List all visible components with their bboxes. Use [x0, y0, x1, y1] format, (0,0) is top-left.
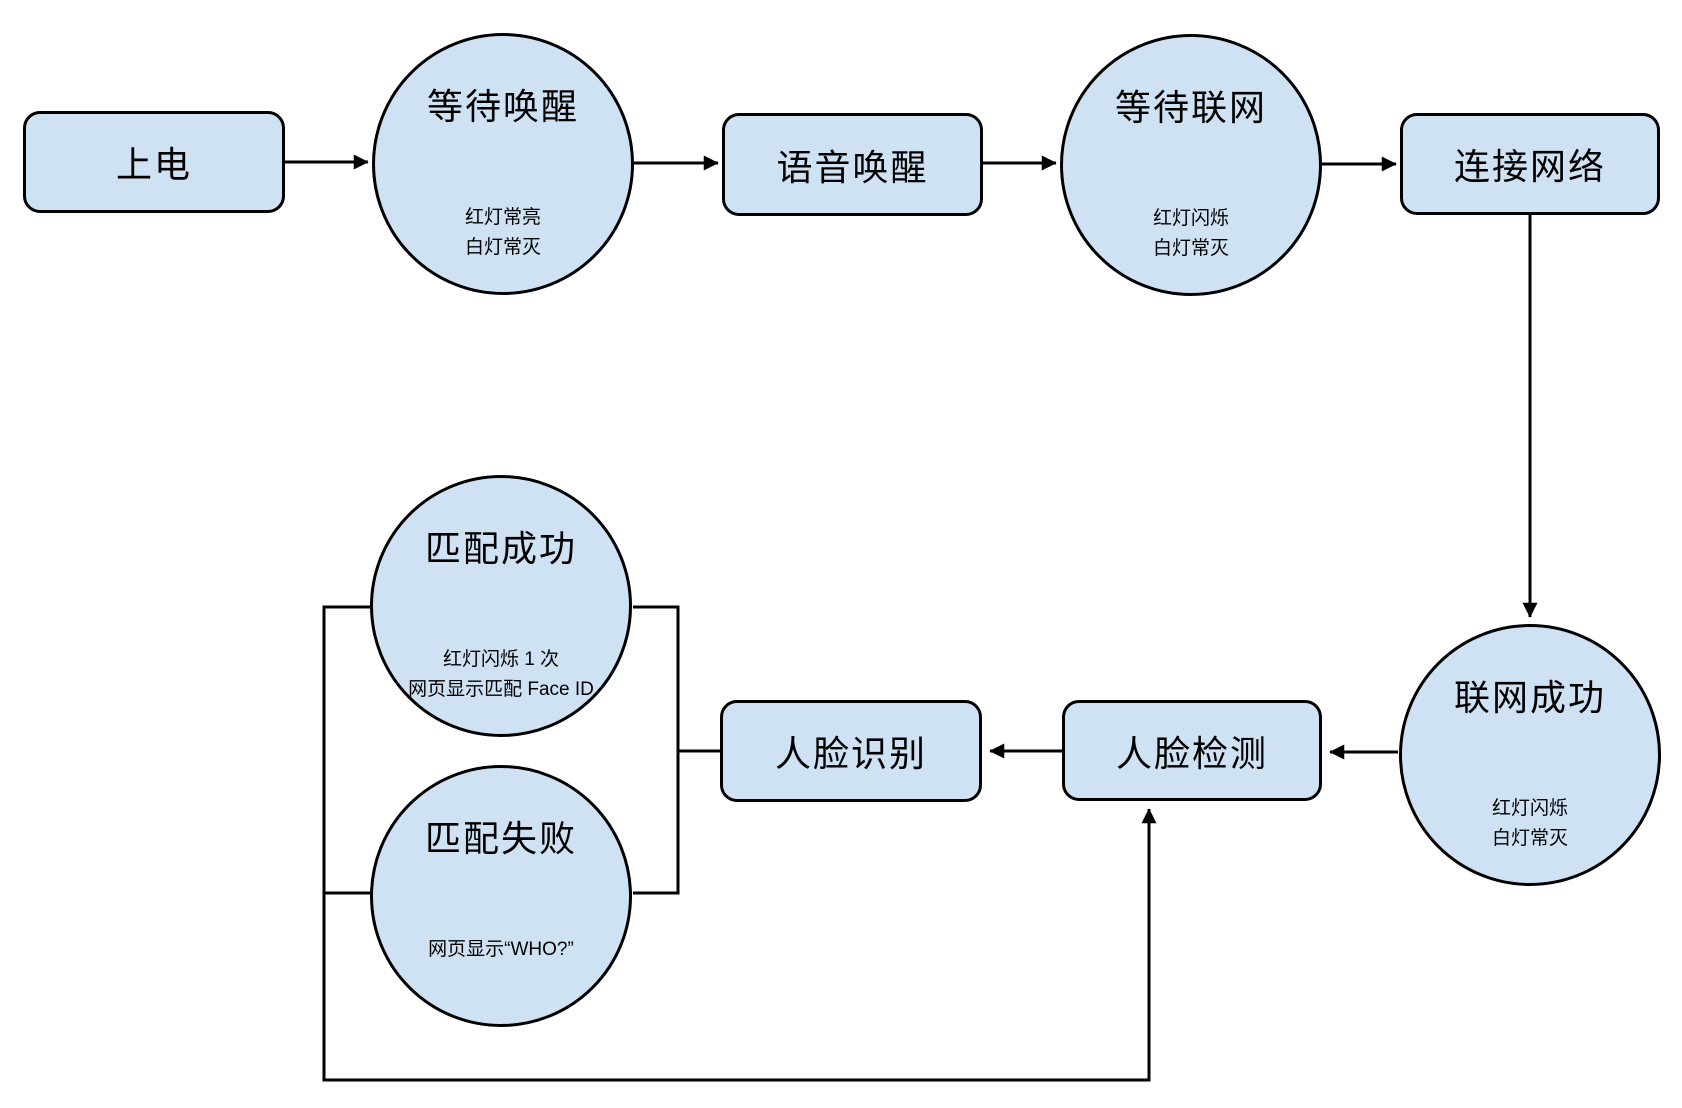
node-face-detect: 人脸检测 — [1062, 700, 1322, 801]
node-subtext: 红灯常亮 白灯常灭 — [375, 203, 631, 263]
node-wait-wake: 等待唤醒 红灯常亮 白灯常灭 — [372, 33, 634, 295]
node-label: 等待联网 — [1114, 87, 1267, 128]
subtext-line: 红灯闪烁 — [1152, 208, 1229, 229]
subtext-line: 白灯常灭 — [1152, 238, 1229, 259]
node-label: 匹配成功 — [424, 528, 577, 569]
node-label: 连接网络 — [1453, 146, 1606, 187]
node-label: 人脸识别 — [774, 733, 927, 774]
subtext-line: 白灯常灭 — [1491, 828, 1568, 849]
subtext-line: 红灯闪烁 — [1491, 798, 1568, 819]
node-label: 联网成功 — [1453, 677, 1606, 718]
subtext-line: 网页显示匹配 Face ID — [408, 679, 594, 700]
node-network-success: 联网成功 红灯闪烁 白灯常灭 — [1399, 624, 1661, 886]
node-match-success: 匹配成功 红灯闪烁 1 次 网页显示匹配 Face ID — [370, 475, 632, 737]
node-subtext: 红灯闪烁 白灯常灭 — [1402, 794, 1658, 854]
arrow-loop-back-to-face-detect — [322, 605, 1157, 1082]
bracket-match-results-to-face-recognize — [633, 605, 680, 895]
node-label: 上电 — [115, 144, 192, 185]
node-face-recognize: 人脸识别 — [720, 700, 982, 802]
node-label: 语音唤醒 — [776, 146, 929, 188]
node-subtext: 网页显示“WHO?” — [373, 935, 629, 965]
node-voice-wake: 语音唤醒 — [722, 113, 983, 216]
subtext-line: 红灯常亮 — [464, 207, 541, 228]
node-label: 人脸检测 — [1115, 732, 1268, 774]
node-connect-network: 连接网络 — [1400, 113, 1660, 215]
subtext-line: 白灯常灭 — [464, 237, 541, 258]
node-match-fail: 匹配失败 网页显示“WHO?” — [370, 765, 632, 1027]
subtext-line: 网页显示“WHO?” — [428, 939, 574, 960]
node-label: 匹配失败 — [424, 818, 577, 859]
subtext-line: 红灯闪烁 1 次 — [442, 649, 560, 670]
node-subtext: 红灯闪烁 1 次 网页显示匹配 Face ID — [373, 645, 629, 705]
node-label: 等待唤醒 — [426, 86, 579, 127]
node-subtext: 红灯闪烁 白灯常灭 — [1063, 204, 1319, 264]
node-power-on: 上电 — [23, 111, 285, 213]
node-wait-network: 等待联网 红灯闪烁 白灯常灭 — [1060, 34, 1322, 296]
